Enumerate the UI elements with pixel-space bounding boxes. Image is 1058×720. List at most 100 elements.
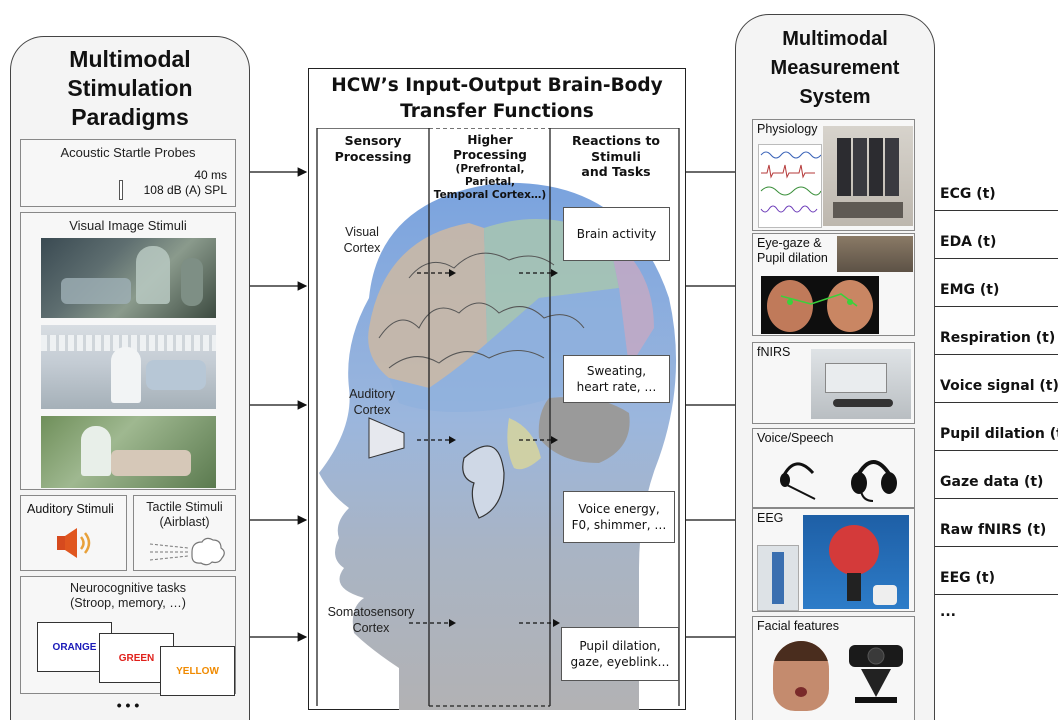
output-ecg: ECG (t) [940, 186, 996, 202]
physiology-hardware-image [823, 126, 913, 226]
neurocognitive-box: Neurocognitive tasks (Stroop, memory, …)… [20, 576, 236, 696]
ear [462, 445, 505, 519]
stimulation-title-line-3: Paradigms [71, 104, 189, 130]
measurement-title: Multimodal Measurement System [736, 25, 934, 112]
reaction-brain-activity: Brain activity [563, 207, 670, 261]
cerebellum [538, 397, 630, 463]
airblast-icon [149, 537, 225, 566]
hospital-photo-1 [41, 238, 216, 318]
physiology-signals-image [758, 144, 822, 228]
reaction-4-line-1: Pupil dilation, [579, 638, 661, 653]
eeg-label: EEG [757, 511, 784, 525]
output-separator-3 [935, 306, 1058, 307]
occipital-lobe [609, 238, 654, 368]
output-respiration: Respiration (t) [940, 330, 1056, 346]
tactile-stimuli-title: Tactile Stimuli (Airblast) [134, 500, 235, 530]
reaction-pupil: Pupil dilation, gaze, eyeblink… [561, 627, 679, 681]
visual-stimuli-title: Visual Image Stimuli [69, 218, 187, 233]
reaction-2-line-2: heart rate, … [576, 380, 657, 394]
auditory-cortex-line-2: Cortex [353, 403, 391, 418]
webcam-icon [849, 645, 903, 703]
brain-body-title-line-2: Transfer Functions [400, 101, 594, 122]
output-separator-4 [935, 354, 1058, 355]
module-facial: Facial features [752, 616, 915, 720]
col-reactions: Reactions to Stimuli and Tasks [552, 133, 680, 180]
eye-gaze-line-1: Eye-gaze & [757, 236, 822, 250]
auditory-cortex-line-1: Auditory [349, 387, 395, 401]
module-eeg: EEG [752, 508, 915, 612]
measurement-title-line-1: Multimodal [782, 28, 888, 50]
auditory-stimuli-box: Auditory Stimuli [20, 495, 127, 571]
stroop-word-1: ORANGE [52, 642, 97, 653]
eeg-amplifier-image [757, 545, 799, 611]
headset-icons [780, 460, 897, 502]
output-separator-1 [935, 210, 1058, 211]
brain-body-title: HCW’s Input-Output Brain-Body Transfer F… [309, 73, 685, 125]
tactile-title-line-1: Tactile Stimuli [146, 500, 223, 514]
fnirs-device-image [811, 349, 911, 419]
hospital-photo-2 [41, 325, 216, 409]
neurocognitive-title-line-1: Neurocognitive tasks [69, 581, 187, 595]
stroop-word-2: GREEN [118, 653, 155, 664]
module-voice: Voice/Speech [752, 428, 915, 508]
neurocognitive-title: Neurocognitive tasks (Stroop, memory, …) [21, 581, 235, 611]
somatosensory-line-1: Somatosensory [327, 605, 415, 619]
col2-line-3: Temporal Cortex…) [433, 189, 547, 202]
auditory-cortex-label: Auditory Cortex [332, 386, 412, 419]
more-stimuli-ellipsis: • • • [116, 697, 140, 713]
stimulation-title-line-2: Stimulation [67, 75, 193, 101]
output-separator-5 [935, 402, 1058, 403]
output-voice-signal: Voice signal (t) [940, 378, 1058, 394]
acoustic-params: 40 ms 108 dB (A) SPL [144, 168, 227, 198]
visual-cortex-line-2: Cortex [343, 241, 381, 256]
tactile-title-line-2: (Airblast) [159, 515, 210, 529]
gaze-faces-image [761, 276, 879, 334]
output-separator-8 [935, 546, 1058, 547]
output-eeg: EEG (t) [940, 570, 995, 586]
eye-gaze-line-2: Pupil dilation [757, 251, 828, 265]
output-separator-2 [935, 258, 1058, 259]
somatosensory-line-2: Cortex [352, 621, 390, 636]
visual-cortex-line-1: Visual [345, 225, 379, 239]
stroop-word-3: YELLOW [176, 666, 219, 677]
reaction-3-line-2: F0, shimmer, … [571, 518, 667, 532]
brain-body-title-line-1: HCW’s Input-Output Brain-Body [331, 75, 663, 96]
eye-tracker-image [837, 236, 913, 272]
visual-cortex-label: Visual Cortex [322, 224, 402, 257]
somatosensory-cortex-label: Somatosensory Cortex [316, 604, 426, 637]
auditory-stimuli-title: Auditory Stimuli [27, 502, 114, 516]
reaction-3-line-1: Voice energy, [578, 501, 660, 516]
brainstem [507, 418, 541, 470]
speaker-icon [57, 528, 91, 558]
output-gaze-data: Gaze data (t) [940, 474, 1044, 490]
output-more: ... [940, 604, 956, 620]
fnirs-label: fNIRS [757, 345, 791, 359]
reaction-1-text: Brain activity [576, 226, 657, 241]
output-eda: EDA (t) [940, 234, 997, 250]
stimulation-title-line-1: Multimodal [69, 46, 191, 72]
neurocognitive-title-line-2: (Stroop, memory, …) [70, 596, 186, 610]
facial-label: Facial features [757, 619, 839, 633]
acoustic-startle-box: Acoustic Startle Probes 40 ms 108 dB (A)… [20, 139, 236, 207]
output-emg: EMG (t) [940, 282, 1000, 298]
module-physiology: Physiology [752, 119, 915, 231]
acoustic-level: 108 dB (A) SPL [143, 183, 227, 197]
col1-line-2: Processing [334, 148, 412, 164]
reaction-voice: Voice energy, F0, shimmer, … [563, 491, 675, 543]
measurement-title-line-2: Measurement [770, 57, 900, 79]
startle-pulse-icon [119, 180, 123, 200]
output-pupil-dilation: Pupil dilation (t [940, 426, 1058, 442]
output-separator-9 [935, 594, 1058, 595]
tactile-stimuli-box: Tactile Stimuli (Airblast) [133, 495, 236, 571]
stimulation-title: Multimodal Stimulation Paradigms [11, 45, 249, 132]
voice-label: Voice/Speech [757, 431, 834, 445]
module-fnirs: fNIRS [752, 342, 915, 424]
eeg-cap-image [803, 515, 909, 609]
reaction-4-line-2: gaze, eyeblink… [570, 655, 670, 669]
visual-stimuli-box: Visual Image Stimuli [20, 212, 236, 490]
physiology-label: Physiology [757, 122, 818, 136]
output-separator-7 [935, 498, 1058, 499]
hospital-photo-3 [41, 416, 216, 488]
col3-line-1: Reactions to Stimuli [571, 133, 661, 164]
col-sensory-processing: Sensory Processing [318, 133, 428, 164]
